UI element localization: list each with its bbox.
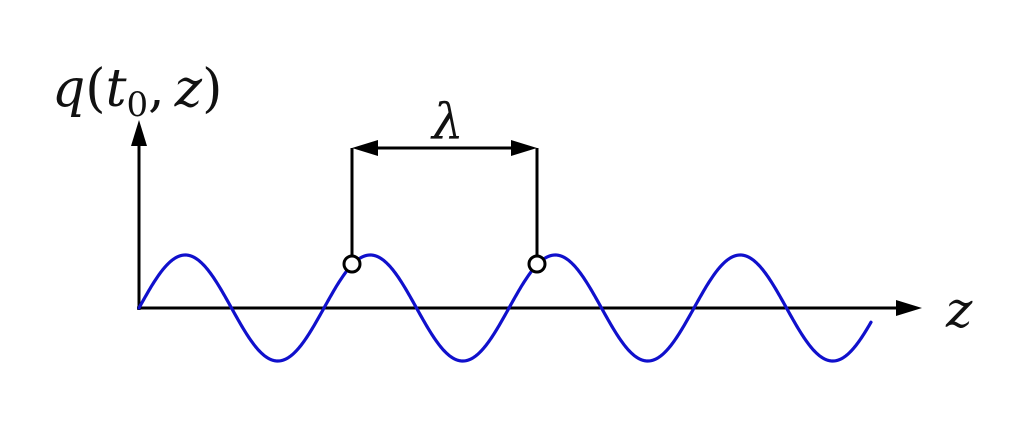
y-label-comma: , <box>148 59 165 119</box>
vertical-axis-arrowhead <box>131 120 147 146</box>
marked-point-left <box>342 254 362 274</box>
y-label-z: z <box>174 59 203 119</box>
y-label-close-paren: ) <box>202 59 222 119</box>
y-label-open-paren: ( <box>85 59 105 119</box>
y-label-t: t <box>106 59 127 119</box>
wavelength-arrowhead-left <box>352 140 378 156</box>
y-label-q: q <box>52 59 85 119</box>
sine-wave <box>137 253 873 363</box>
wavelength-arrowhead-right <box>511 140 537 156</box>
y-label-subscript: 0 <box>127 85 149 125</box>
wavelength-label: λ <box>430 93 464 151</box>
x-axis-label: z <box>945 281 973 339</box>
horizontal-axis-arrowhead <box>896 300 922 316</box>
y-axis-label: q(t0,z) <box>52 59 222 125</box>
marked-point-right <box>527 254 547 274</box>
